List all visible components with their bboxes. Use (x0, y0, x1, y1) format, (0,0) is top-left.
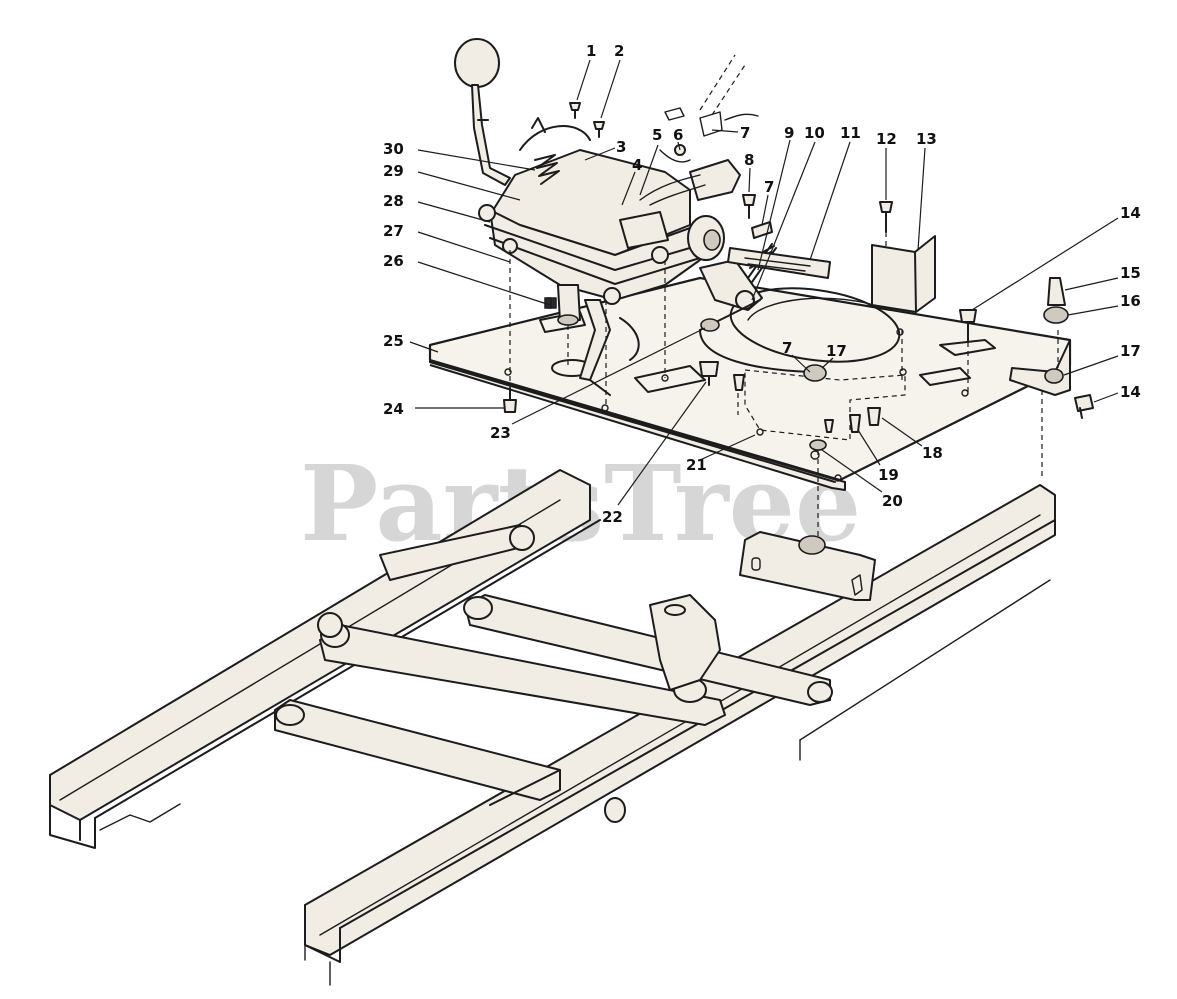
bolt-24 (503, 399, 517, 413)
bolt-14-upper (959, 309, 977, 323)
plate-slot-right-2 (919, 367, 971, 386)
shift-lever (471, 84, 511, 186)
bolt-14-lower (1074, 394, 1094, 412)
callout-13: 13 (916, 130, 937, 148)
screw-1 (569, 102, 581, 111)
callout-24: 24 (383, 400, 404, 418)
nut-17-right (1044, 368, 1064, 384)
washer-20 (809, 439, 827, 451)
screw-2 (593, 121, 605, 130)
nut-23 (700, 318, 720, 332)
callout-5: 5 (652, 126, 662, 144)
callout-1: 1 (586, 42, 596, 60)
hardware (503, 102, 1094, 451)
hidden-bracket-outline (744, 369, 906, 441)
callout-16: 16 (1120, 292, 1141, 310)
front-cross-bar (274, 699, 561, 801)
shift-knob (454, 38, 500, 88)
callout-4: 4 (632, 156, 642, 174)
callout-10: 10 (804, 124, 825, 142)
bolt-22 (699, 361, 719, 377)
callout-14-top: 14 (1120, 204, 1141, 222)
angle-bracket-13 (871, 235, 936, 313)
rear-cross-bar (464, 594, 831, 706)
callout-7-mid: 7 (764, 178, 774, 196)
bolt-8 (742, 194, 756, 206)
transmission-assembly (454, 38, 831, 396)
tractor-frame (49, 469, 1056, 986)
callout-2: 2 (614, 42, 624, 60)
callout-20: 20 (882, 492, 903, 510)
callout-19: 19 (878, 466, 899, 484)
bolt-18 (867, 407, 881, 426)
shift-gate (519, 125, 591, 151)
callout-6: 6 (673, 126, 683, 144)
callout-labels: 1 2 3 4 5 6 7 8 7 9 10 11 12 13 14 15 16… (383, 42, 1141, 526)
callout-17-right: 17 (1120, 342, 1141, 360)
callout-18: 18 (922, 444, 943, 462)
stud-15 (1047, 277, 1066, 306)
callout-23: 23 (490, 424, 511, 442)
bushing-7 (751, 221, 773, 239)
electrical-switch (689, 159, 741, 201)
pivot-plate (739, 531, 876, 601)
bolt-19 (849, 414, 861, 433)
alignment-lines (509, 232, 1059, 540)
callout-7-top: 7 (740, 124, 750, 142)
plate-slot-right-1 (939, 339, 996, 356)
callout-7-bottom: 7 (782, 339, 792, 357)
neutral-switch-bracket (619, 211, 669, 249)
callout-12: 12 (876, 130, 897, 148)
shift-spring (534, 154, 560, 185)
nut-17-center (803, 364, 827, 382)
axle-bracket (649, 594, 721, 691)
callout-9: 9 (784, 124, 794, 142)
leader-lines (409, 59, 1119, 506)
callout-21: 21 (686, 456, 707, 474)
callout-11: 11 (840, 124, 861, 142)
callout-3: 3 (616, 138, 626, 156)
callout-28: 28 (383, 192, 404, 210)
bolt-12 (879, 201, 893, 213)
transmission-housing (489, 209, 701, 301)
callout-26: 26 (383, 252, 404, 270)
callout-29: 29 (383, 162, 404, 180)
callout-27: 27 (383, 222, 404, 240)
callout-8: 8 (744, 151, 754, 169)
callout-22: 22 (602, 508, 623, 526)
key-26 (544, 297, 552, 309)
callout-25: 25 (383, 332, 404, 350)
plate-round-cutout (729, 287, 901, 363)
callout-15: 15 (1120, 264, 1141, 282)
callout-17-center: 17 (826, 342, 847, 360)
callout-30: 30 (383, 140, 404, 158)
nut-16 (1043, 306, 1069, 324)
output-shaft (557, 284, 581, 323)
callout-14-bottom: 14 (1120, 383, 1141, 401)
